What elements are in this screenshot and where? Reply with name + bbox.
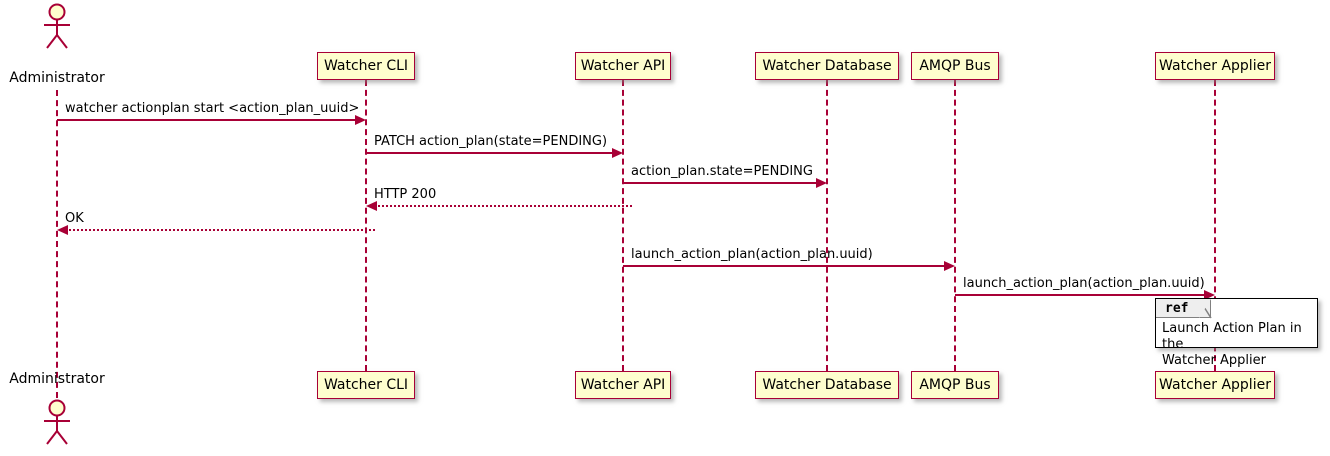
message-label-m2: PATCH action_plan(state=PENDING) (374, 134, 608, 149)
participant-label: Watcher Database (762, 377, 892, 393)
message-label-m1: watcher actionplan start <action_plan_uu… (65, 101, 360, 116)
participant-label: AMQP Bus (919, 377, 991, 393)
participant-label: Watcher API (580, 58, 666, 74)
fragment-tab-fold-icon (1199, 299, 1211, 318)
message-label-m5: OK (65, 211, 84, 226)
lifeline-administrator (56, 90, 58, 398)
message-line-m2 (366, 152, 614, 154)
actor-administrator (35, 398, 79, 446)
participant-label: Watcher API (580, 377, 666, 393)
message-line-m4 (375, 205, 632, 207)
participant-label: Watcher Applier (1159, 377, 1271, 393)
message-arrowhead-m1 (355, 115, 366, 125)
participant-watcher-database-top[interactable]: Watcher Database (755, 52, 899, 80)
message-arrowhead-m6 (944, 261, 955, 271)
participant-watcher-api-top[interactable]: Watcher API (575, 52, 671, 80)
message-label-m7: launch_action_plan(action_plan.uuid) (963, 276, 1205, 291)
lifeline-watcher-api (622, 80, 624, 371)
lifeline-watcher-database (826, 80, 828, 371)
participant-watcher-cli-bottom[interactable]: Watcher CLI (317, 371, 415, 399)
actor-administrator (35, 2, 79, 50)
message-line-m5 (66, 229, 375, 231)
participant-label: Watcher Database (762, 58, 892, 74)
lifeline-amqp-bus (954, 80, 956, 371)
message-arrowhead-m5 (57, 225, 68, 235)
participant-watcher-database-bottom[interactable]: Watcher Database (755, 371, 899, 399)
actor-stick-figure-icon (44, 3, 70, 49)
participant-watcher-applier-top[interactable]: Watcher Applier (1155, 52, 1275, 80)
fragment-tab-ref-launch-action-plan: ref (1156, 299, 1212, 318)
message-label-m3: action_plan.state=PENDING (631, 164, 813, 179)
actor-stick-figure-icon (44, 399, 70, 445)
actor-label-administrator: Administrator (9, 70, 105, 86)
message-arrowhead-m4 (366, 201, 377, 211)
participant-label: Watcher CLI (323, 377, 409, 393)
participant-label: Watcher CLI (323, 58, 409, 74)
participant-label: Watcher Applier (1159, 58, 1271, 74)
lifeline-watcher-applier (1214, 80, 1216, 371)
message-arrowhead-m3 (816, 178, 827, 188)
message-label-m6: launch_action_plan(action_plan.uuid) (631, 247, 873, 262)
actor-label-administrator: Administrator (9, 371, 105, 387)
message-line-m1 (57, 119, 357, 121)
message-line-m3 (623, 182, 818, 184)
message-arrowhead-m2 (612, 148, 623, 158)
fragment-body-ref-launch-action-plan: Launch Action Plan in the Watcher Applie… (1162, 321, 1302, 368)
message-line-m7 (955, 294, 1206, 296)
participant-watcher-api-bottom[interactable]: Watcher API (575, 371, 671, 399)
participant-amqp-bus-top[interactable]: AMQP Bus (911, 52, 999, 80)
message-label-m4: HTTP 200 (374, 187, 437, 202)
participant-watcher-cli-top[interactable]: Watcher CLI (317, 52, 415, 80)
message-arrowhead-m7 (1204, 290, 1215, 300)
participant-label: AMQP Bus (919, 58, 991, 74)
message-line-m6 (623, 265, 946, 267)
participant-amqp-bus-bottom[interactable]: AMQP Bus (911, 371, 999, 399)
lifeline-watcher-cli (365, 80, 367, 371)
participant-watcher-applier-bottom[interactable]: Watcher Applier (1155, 371, 1275, 399)
